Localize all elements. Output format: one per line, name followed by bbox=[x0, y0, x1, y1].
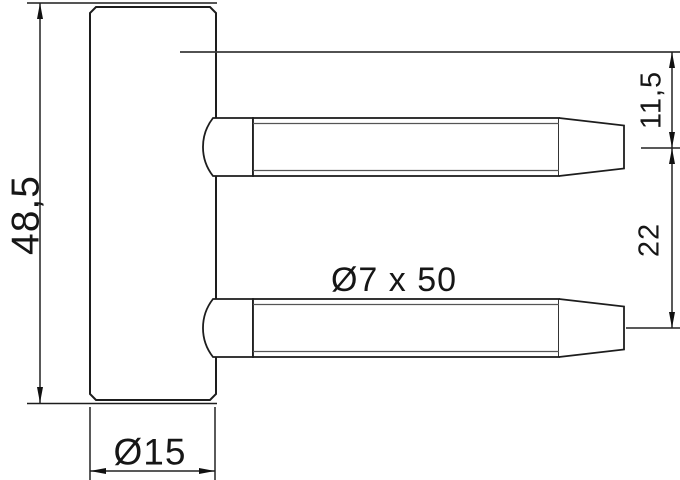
label-top-offset: 11,5 bbox=[635, 70, 668, 130]
dimension-top-offset bbox=[641, 52, 680, 149]
dimension-body-diameter bbox=[89, 407, 216, 480]
arrow-left bbox=[90, 468, 106, 474]
arrow-down bbox=[37, 387, 43, 403]
label-body-diameter: Ø15 bbox=[113, 431, 187, 473]
label-pin-spacing: 22 bbox=[633, 222, 666, 258]
pin-bottom-taper-tip bbox=[558, 298, 625, 358]
label-pin-spec: Ø7 x 50 bbox=[330, 261, 458, 299]
pin-top-shaft bbox=[252, 117, 560, 177]
pin-bottom-cap bbox=[202, 298, 254, 358]
body-outline bbox=[89, 6, 217, 401]
pin-top-taper-tip bbox=[558, 117, 625, 177]
part-body bbox=[89, 6, 217, 401]
arrow-down bbox=[669, 132, 675, 148]
pin-top-cap bbox=[202, 117, 254, 177]
dimension-pin-spacing bbox=[626, 148, 680, 329]
dimension-overall-height bbox=[37, 3, 43, 403]
arrow-up bbox=[37, 3, 43, 19]
pin-bottom-shaft bbox=[252, 298, 560, 358]
arrow-up bbox=[669, 52, 675, 68]
part-pin-top bbox=[202, 117, 625, 177]
arrow-up bbox=[669, 148, 675, 164]
arrow-down bbox=[669, 312, 675, 328]
part-pin-bottom bbox=[202, 298, 625, 358]
label-overall-height: 48,5 bbox=[4, 175, 48, 255]
arrow-right bbox=[199, 468, 215, 474]
